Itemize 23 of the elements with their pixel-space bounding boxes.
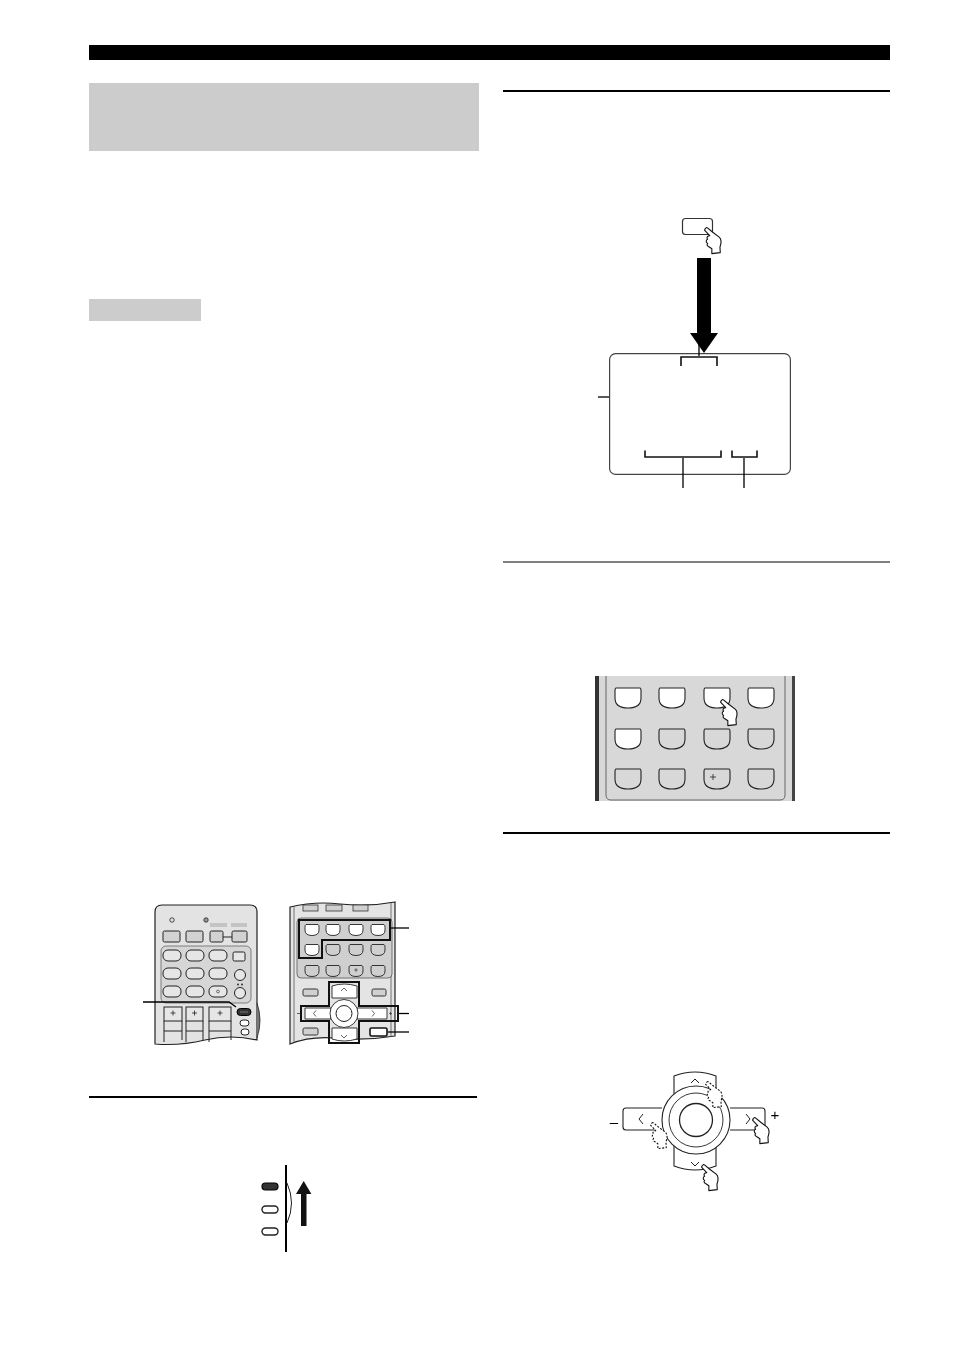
leader-line (682, 457, 684, 489)
button-press-drawing (681, 217, 722, 255)
remote-control-drawing (289, 901, 399, 1045)
highlight-outline (300, 981, 399, 1044)
leader-line (398, 1012, 410, 1015)
leader-line (743, 457, 745, 489)
slide-switch (236, 1008, 252, 1016)
leader-line (597, 396, 610, 398)
bracket (680, 356, 718, 367)
plus-label: + (770, 1106, 780, 1122)
heading-band (89, 83, 479, 151)
minus-label: – (609, 1113, 619, 1129)
leader-line (142, 1001, 237, 1008)
highlight-outline (298, 919, 391, 959)
bracket (644, 449, 722, 458)
display-screen (609, 353, 791, 475)
subheading-band (89, 299, 201, 321)
remote-button (369, 1027, 388, 1037)
bracket (731, 449, 758, 458)
leader-line (387, 1031, 410, 1033)
arrow (690, 258, 718, 353)
leader-line (390, 927, 410, 929)
remote-control-drawing (154, 904, 261, 1046)
